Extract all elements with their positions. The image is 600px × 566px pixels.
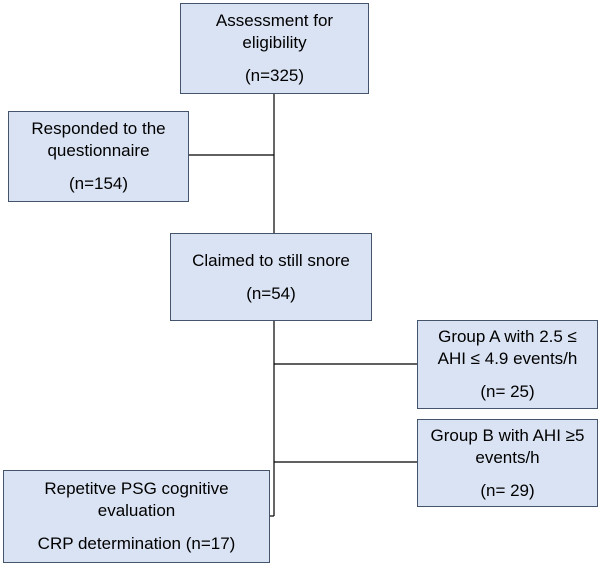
group-b-label-line-1: Group B with AHI ≥5 [430, 425, 585, 445]
claimed-count: (n=54) [246, 283, 296, 303]
group-a-box: Group A with 2.5 ≤ AHI ≤ 4.9 events/h (n… [417, 320, 598, 409]
claimed-box: Claimed to still snore (n=54) [170, 233, 372, 321]
group-b-count: (n= 29) [480, 480, 535, 500]
assessment-label-line-1: Assessment for [215, 11, 334, 30]
assessment-label-line-2: eligibility [242, 33, 307, 52]
group-a-label-line-2: AHI ≤ 4.9 events/h [437, 349, 578, 368]
claimed-label: Claimed to still snore [192, 250, 350, 270]
responded-label-line-2: questionnaire [47, 141, 150, 160]
repetitive-box: Repetitve PSG cognitive evaluation CRP d… [3, 470, 270, 563]
responded-count: (n=154) [68, 174, 129, 193]
group-a-label-line-1: Group A with 2.5 ≤ [438, 327, 577, 346]
group-b-box: Group B with AHI ≥5 events/h (n= 29) [417, 419, 598, 507]
responded-box: Responded to the questionnaire (n=154) [8, 111, 189, 202]
assessment-count: (n=325) [244, 66, 305, 85]
repetitive-label-line-2: evaluation [97, 501, 176, 520]
group-a-count: (n= 25) [480, 382, 535, 401]
repetitive-count: CRP determination (n=17) [37, 534, 236, 553]
responded-label-line-1: Responded to the [31, 119, 166, 138]
assessment-box: Assessment for eligibility (n=325) [180, 3, 369, 94]
group-b-label-line-2: events/h [475, 447, 540, 467]
repetitive-label-line-1: Repetitve PSG cognitive [44, 479, 229, 498]
